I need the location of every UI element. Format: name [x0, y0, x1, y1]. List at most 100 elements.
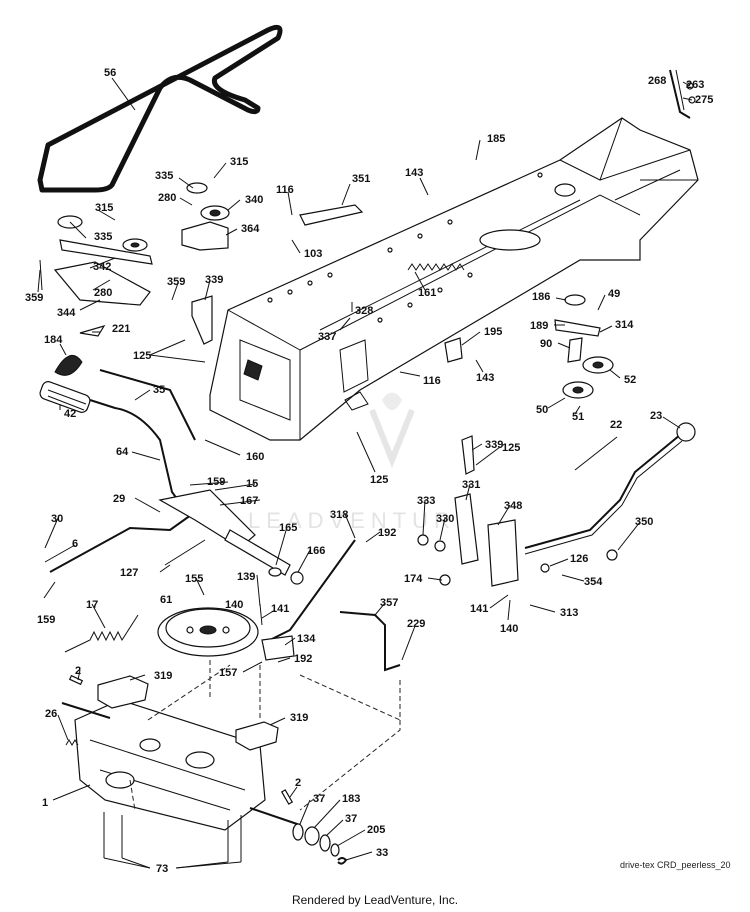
label-319-left: 319 — [154, 670, 172, 682]
key-2-right[interactable] — [280, 789, 294, 805]
bushing-165[interactable] — [268, 567, 282, 577]
lift-rod-268[interactable] — [669, 69, 696, 119]
label-15: 15 — [246, 478, 258, 490]
pivot-bracket-167[interactable] — [158, 489, 291, 576]
label-143-upper: 143 — [405, 167, 423, 179]
label-26: 26 — [45, 708, 57, 720]
label-340: 340 — [245, 194, 263, 206]
label-90: 90 — [540, 338, 552, 350]
cover-319-right[interactable] — [235, 721, 279, 751]
clip-33[interactable] — [337, 857, 348, 865]
label-314: 314 — [615, 319, 634, 331]
bracket-90[interactable] — [567, 337, 583, 363]
label-61: 61 — [160, 594, 172, 606]
label-333: 333 — [417, 495, 435, 507]
knob-23[interactable] — [676, 422, 696, 442]
main-frame[interactable] — [209, 117, 699, 441]
label-350: 350 — [635, 516, 653, 528]
spring-17[interactable] — [64, 614, 139, 653]
idler-pulley-50[interactable] — [562, 381, 594, 399]
bolts-73[interactable] — [103, 812, 242, 862]
label-335-upper: 335 — [155, 170, 173, 182]
label-348: 348 — [504, 500, 522, 512]
idler-bracket-351[interactable] — [181, 204, 364, 251]
rod-318[interactable] — [269, 539, 356, 641]
clip-221[interactable] — [79, 324, 106, 337]
label-174: 174 — [404, 573, 423, 585]
washer-166[interactable] — [290, 571, 304, 585]
spring-161[interactable] — [407, 263, 465, 271]
label-344: 344 — [57, 307, 76, 319]
idler-pulley-52[interactable] — [582, 356, 614, 374]
washer-333[interactable] — [417, 534, 429, 546]
shift-rod-29[interactable] — [49, 509, 199, 573]
drive-belt-56[interactable] — [37, 24, 283, 193]
label-357: 357 — [380, 597, 398, 609]
label-6: 6 — [72, 538, 78, 550]
bracket-331[interactable] — [454, 493, 479, 565]
label-116-lower: 116 — [423, 375, 441, 387]
spring-26[interactable] — [65, 739, 79, 746]
bracket-348[interactable] — [487, 519, 519, 587]
bushing-183[interactable] — [304, 826, 320, 846]
label-318: 318 — [330, 509, 348, 521]
label-52: 52 — [624, 374, 636, 386]
label-331: 331 — [462, 479, 480, 491]
label-315-lower: 315 — [95, 202, 113, 214]
label-42: 42 — [64, 408, 76, 420]
label-359-right: 359 — [167, 276, 185, 288]
label-22: 22 — [610, 419, 622, 431]
label-159-upper: 159 — [207, 476, 225, 488]
rod-357[interactable] — [339, 611, 401, 672]
bracket-339-lower[interactable] — [461, 435, 475, 475]
washer-126[interactable] — [540, 563, 550, 573]
rod-127[interactable] — [164, 539, 206, 566]
label-2-left: 2 — [75, 665, 81, 677]
label-229: 229 — [407, 618, 425, 630]
label-328: 328 — [355, 305, 373, 317]
key-2-left[interactable] — [68, 674, 84, 686]
label-134: 134 — [297, 633, 316, 645]
label-160: 160 — [246, 451, 264, 463]
idler-pulley-335-upper[interactable] — [186, 182, 208, 194]
label-49: 49 — [608, 288, 620, 300]
label-125-center: 125 — [370, 474, 388, 486]
idler-bracket-344[interactable] — [53, 239, 213, 345]
label-189: 189 — [530, 320, 548, 332]
bracket-195[interactable] — [444, 337, 463, 363]
label-2-right: 2 — [295, 777, 301, 789]
shift-rod-35[interactable] — [99, 369, 196, 441]
control-rod-22[interactable] — [524, 434, 681, 549]
washer-37-b[interactable] — [319, 834, 331, 852]
label-127: 127 — [120, 567, 138, 579]
pedal-grip-42[interactable] — [38, 380, 91, 414]
cover-319-left[interactable] — [97, 675, 149, 709]
transmission-pulley-61[interactable] — [157, 607, 259, 657]
idler-arm-189[interactable] — [554, 319, 601, 337]
label-330: 330 — [436, 513, 454, 525]
idler-pulley-340[interactable] — [200, 205, 230, 221]
label-1: 1 — [42, 797, 48, 809]
label-50: 50 — [536, 404, 548, 416]
label-354: 354 — [584, 576, 603, 588]
bolt-359[interactable] — [39, 259, 43, 291]
label-165: 165 — [279, 522, 297, 534]
label-141-right: 141 — [470, 603, 488, 615]
leader-lines — [37, 77, 693, 869]
washer-205[interactable] — [330, 843, 340, 857]
label-116-upper: 116 — [276, 184, 294, 196]
brake-pedal-184[interactable] — [54, 354, 83, 376]
washer-330[interactable] — [434, 540, 446, 552]
label-159-lower: 159 — [37, 614, 55, 626]
label-364: 364 — [241, 223, 260, 235]
transaxle-1[interactable] — [61, 699, 301, 831]
washer-37-a[interactable] — [292, 823, 304, 841]
idler-pulley-186[interactable] — [564, 294, 586, 306]
spring-350[interactable] — [606, 549, 618, 561]
label-280-upper: 280 — [158, 192, 176, 204]
label-319-right: 319 — [290, 712, 308, 724]
pedal-arm-35[interactable] — [89, 399, 186, 511]
watermark-text: LEADVENTURE — [248, 508, 477, 533]
bracket-134[interactable] — [261, 635, 295, 661]
